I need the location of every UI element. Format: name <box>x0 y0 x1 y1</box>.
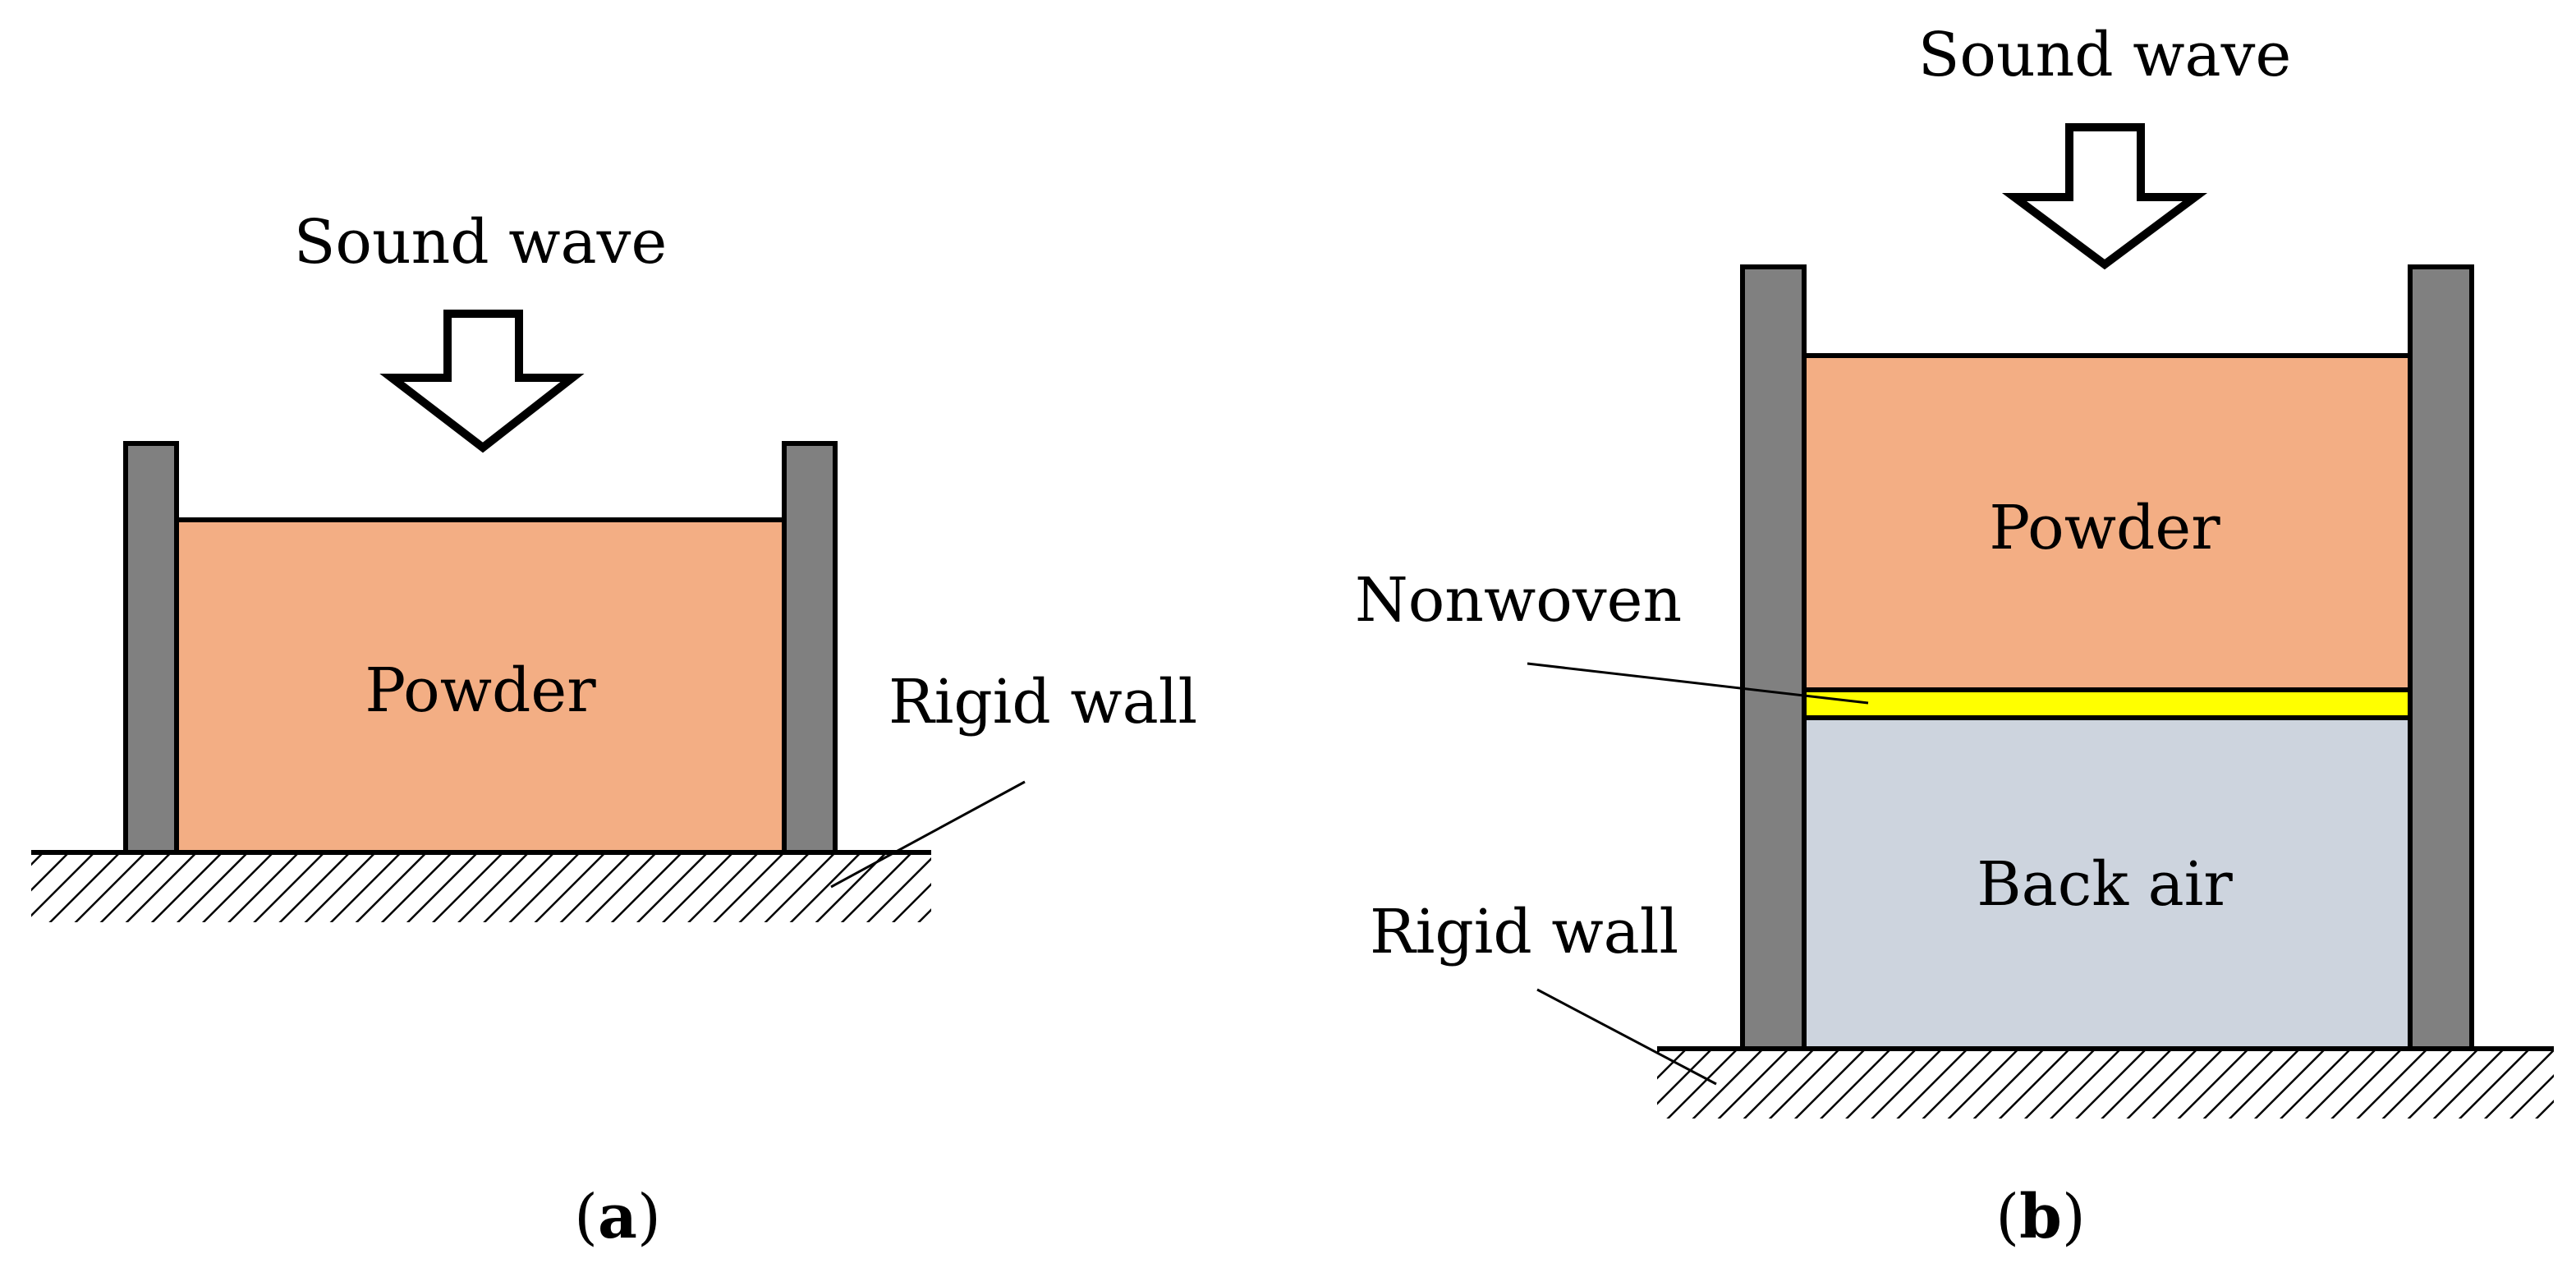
panel-b-sound-wave-label: Sound wave <box>1918 20 2292 90</box>
panel-b-rigid-wall-label: Rigid wall <box>1370 897 1678 967</box>
panel-b: Sound wave Powder Nonwoven Back air Rigi… <box>1355 20 2554 1252</box>
panel-a-sound-wave-label: Sound wave <box>294 207 668 278</box>
down-arrow-icon <box>2001 123 2208 270</box>
down-arrow-icon <box>379 310 585 453</box>
panel-a-caption-letter: a <box>598 1182 637 1252</box>
panel-b-rigid-wall-leader <box>1536 988 1717 1086</box>
panel-b-nonwoven-layer <box>1802 687 2413 720</box>
panel-a: Sound wave Powder Rigid wall (a) <box>31 207 1197 1252</box>
panel-a-caption: (a) <box>574 1182 661 1252</box>
panel-a-rigid-wall-leader <box>830 780 1026 889</box>
panel-a-powder-label: Powder <box>365 655 596 726</box>
panel-a-right-wall <box>782 441 838 855</box>
panel-b-nonwoven-leader <box>1527 662 1869 705</box>
panel-b-powder-label: Powder <box>1989 493 2220 563</box>
panel-a-left-wall <box>123 441 179 855</box>
panel-b-caption: (b) <box>1995 1182 2086 1252</box>
panel-b-right-wall <box>2408 264 2474 1051</box>
panel-b-back-air-label: Back air <box>1977 849 2233 920</box>
panel-b-powder-layer <box>1802 353 2413 692</box>
panel-b-nonwoven-label: Nonwoven <box>1355 565 1682 636</box>
panel-b-left-wall <box>1740 264 1807 1051</box>
panel-a-ground-hatch <box>31 852 931 922</box>
panel-b-caption-letter: b <box>2019 1182 2062 1252</box>
panel-b-ground-hatch <box>1657 1049 2554 1119</box>
panel-a-powder-layer <box>174 517 787 855</box>
panel-a-rigid-wall-label: Rigid wall <box>889 667 1197 737</box>
